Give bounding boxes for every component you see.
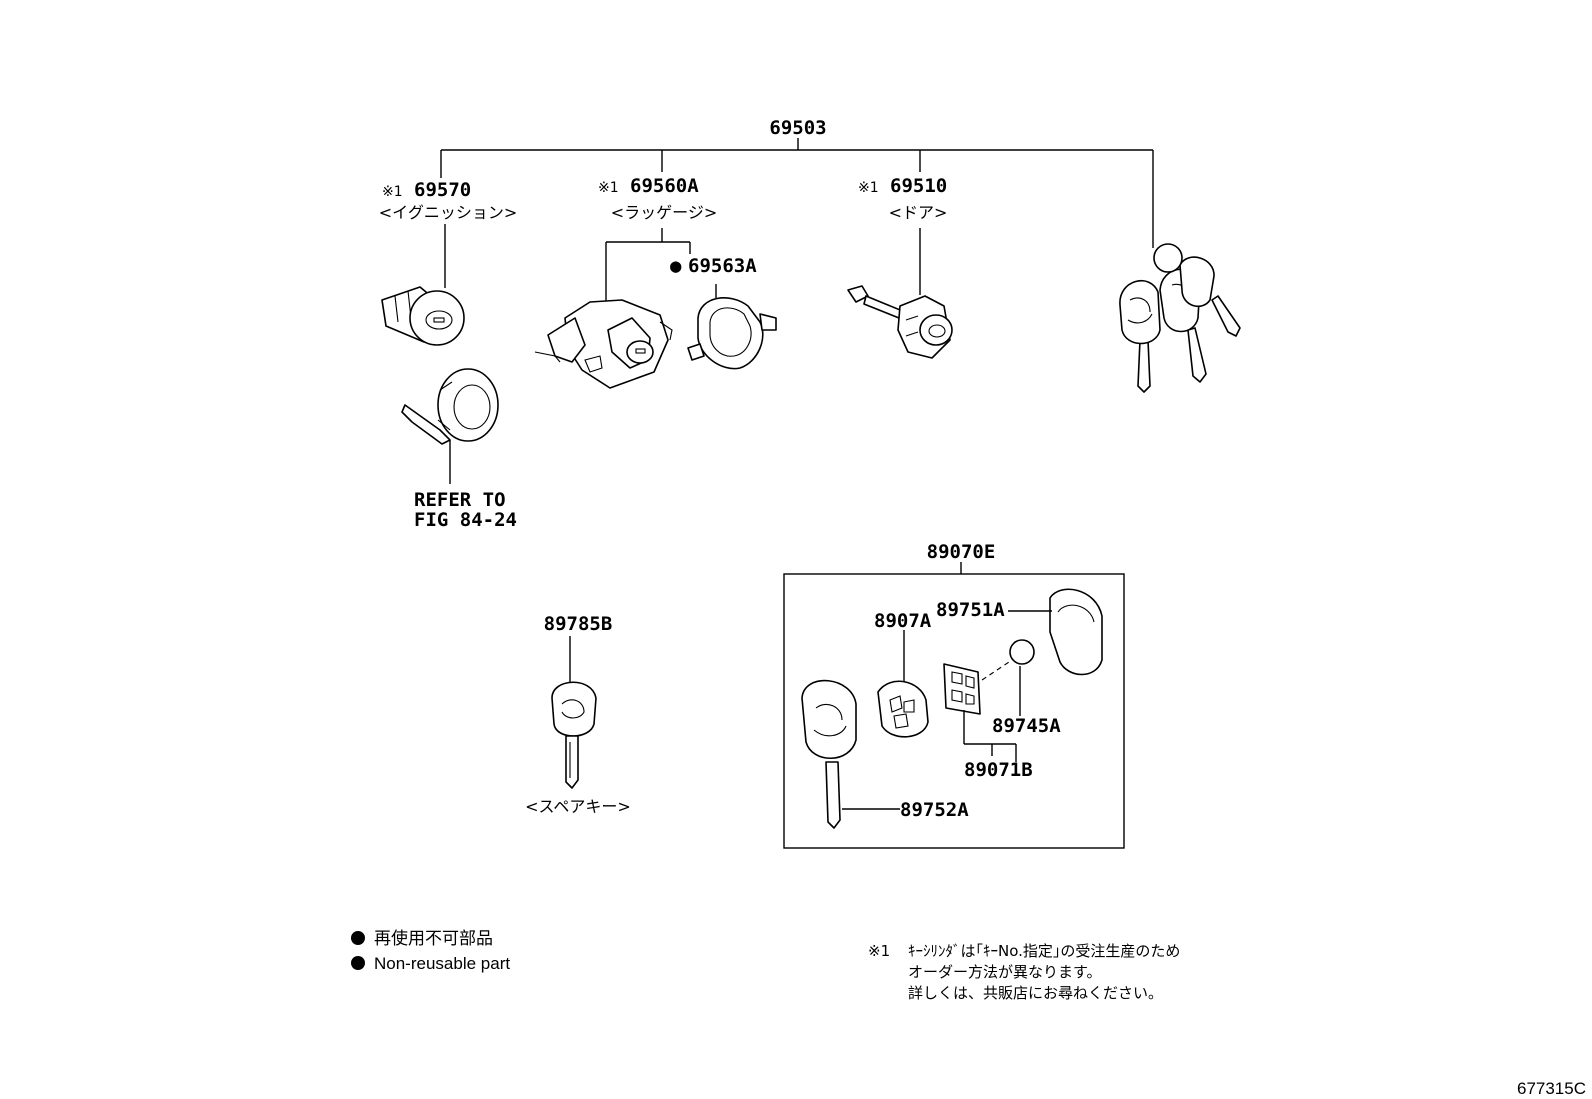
ignition-sub: <イグニッション> [379,203,518,222]
luggage-lock-drawing [534,299,673,389]
order-note: ※1 ｷｰｼﾘﾝﾀﾞは｢ｷｰNo.指定｣の受注生産のため オーダー方法が異なりま… [868,942,1180,1002]
luggage-number: 69560A [630,175,699,197]
legend-bullet-jp [351,931,365,945]
key-housing-top-number: 89751A [936,599,1005,621]
spare-key-drawing [551,681,597,789]
key-set-drawing [1119,243,1241,393]
ignition-mark: ※1 [382,184,403,200]
transmitter-board-number: 89071B [964,759,1033,781]
spare-key-number: 89785B [544,613,613,635]
luggage-gasket-drawing [687,297,777,370]
legend-jp: 再使用不可部品 [374,928,493,948]
legend-bullet-en [351,956,365,970]
door-number: 69510 [890,175,947,197]
legend-en: Non-reusable part [374,954,510,973]
refer-line-1: REFER TO [414,489,506,511]
ignition-cylinder-drawing [381,286,465,346]
key-housing-top-drawing [1008,588,1103,676]
spare-key-sub: <スペアキー> [525,797,631,816]
key-body-number: 89752A [900,799,969,821]
note-line-3: 詳しくは、共販店にお尋ねください。 [908,984,1163,1002]
transmitter-board-drawing [943,663,1017,762]
battery-number: 89745A [992,715,1061,737]
transmitter-set-box [783,562,1125,849]
transmitter-set-number: 89070E [927,541,996,563]
labels: 69503 ※1 69570 <イグニッション> ※1 69560A <ラッゲー… [379,117,1061,821]
note-line-2: オーダー方法が異なります。 [908,963,1102,981]
gasket-bullet: ● [670,255,682,277]
gasket-number: 69563A [688,255,757,277]
refer-line-2: FIG 84-24 [414,509,517,531]
transmitter-case-number: 8907A [874,610,932,632]
note-line-1: ｷｰｼﾘﾝﾀﾞは｢ｷｰNo.指定｣の受注生産のため [908,942,1180,960]
door-sub: <ドア> [889,203,948,222]
luggage-mark: ※1 [598,180,619,196]
ignition-switch-housing-drawing [401,368,499,445]
key-body-drawing [801,679,900,829]
legend: 再使用不可部品 Non-reusable part [351,928,510,973]
battery-drawing [981,639,1035,716]
door-mark: ※1 [858,180,879,196]
luggage-sub: <ラッゲージ> [611,203,718,222]
ignition-number: 69570 [414,179,471,201]
transmitter-case-drawing [877,630,929,738]
door-lock-cylinder-drawing [847,285,953,359]
figure-id: 677315C [1517,1079,1586,1098]
assembly-number: 69503 [769,117,826,139]
assembly-tree-lines [440,138,1154,684]
note-mark: ※1 [868,942,890,960]
